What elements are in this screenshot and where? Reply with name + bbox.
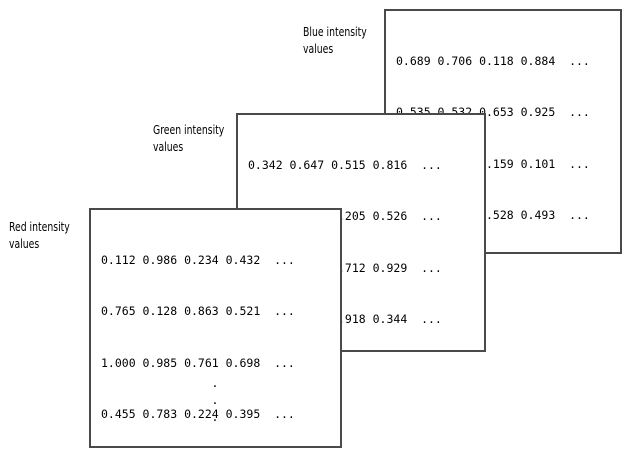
table-row: 0.689 0.706 0.118 0.884 ... (396, 54, 590, 69)
table-row: 0.455 0.783 0.224 0.395 ... (101, 407, 295, 422)
table-row: 0.765 0.128 0.863 0.521 ... (101, 304, 295, 319)
table-row: 0.342 0.647 0.515 0.816 ... (248, 158, 442, 173)
green-plane-label: Green intensity values (153, 123, 225, 154)
red-intensity-plane: 0.112 0.986 0.234 0.432 ... 0.765 0.128 … (89, 208, 342, 448)
table-row: 0.112 0.986 0.234 0.432 ... (101, 253, 295, 268)
vertical-ellipsis: . . . (209, 375, 221, 426)
blue-plane-label: Blue intensity values (303, 25, 367, 56)
ellipsis-dot: . (211, 376, 219, 390)
table-row: 1.000 0.985 0.761 0.698 ... (101, 355, 295, 370)
ellipsis-dot: . (211, 410, 219, 425)
ellipsis-dot: . (211, 393, 219, 408)
red-plane-label: Red intensity values (9, 220, 70, 251)
red-matrix-rows: 0.112 0.986 0.234 0.432 ... 0.765 0.128 … (101, 218, 295, 446)
